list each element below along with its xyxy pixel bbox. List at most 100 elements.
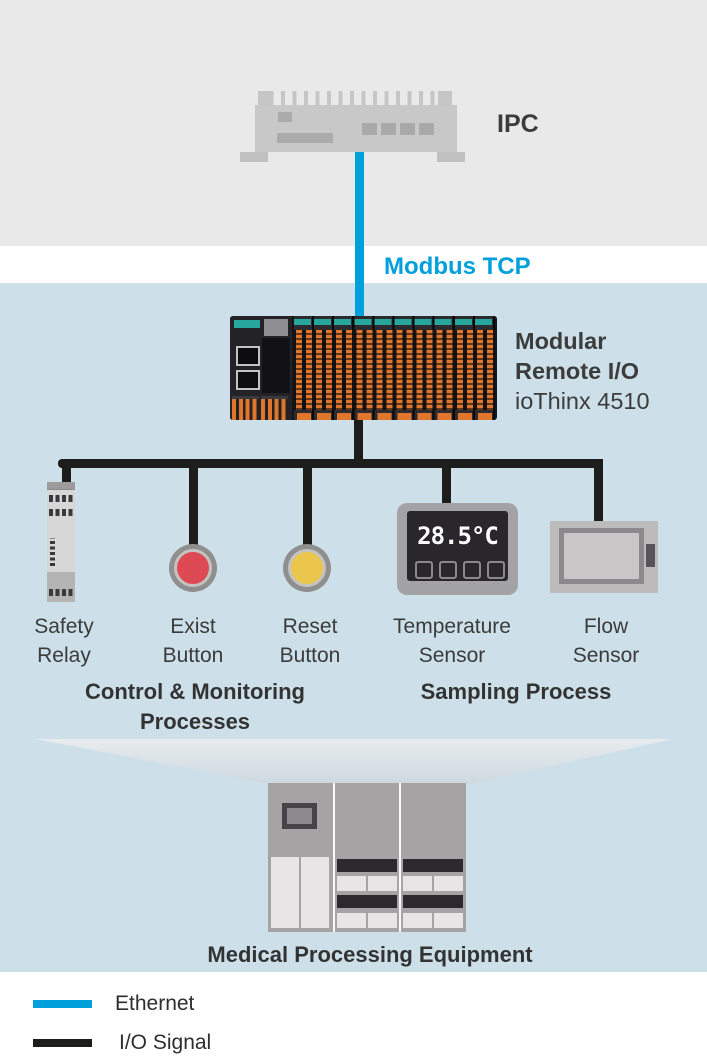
- ethernet-legend-label: Ethernet: [115, 992, 195, 1015]
- relay-terminals: [49, 509, 73, 516]
- cabinet-drawers: [336, 913, 397, 928]
- equipment-cabinet: [334, 783, 400, 932]
- module-terminal-strips: [294, 330, 495, 410]
- cabinet-drawer: [434, 876, 464, 891]
- sensor-button-icon: [463, 561, 481, 579]
- flow-sensor-label: Flow Sensor: [546, 612, 666, 670]
- relay-terminals: [49, 495, 73, 502]
- equipment-label: Medical Processing Equipment: [207, 942, 533, 967]
- sensor-button-icon: [439, 561, 457, 579]
- safety-relay-illustration: [47, 482, 75, 602]
- cabinet-dark-band: [336, 859, 397, 872]
- cabinet-drawer: [403, 876, 433, 891]
- module-teal-stripes: [294, 319, 495, 325]
- moxa-logo-badge: [234, 320, 260, 328]
- cabinet-drawers: [403, 876, 464, 891]
- label-line: Sampling Process: [420, 679, 612, 704]
- ethernet-legend-swatch: [33, 1000, 92, 1008]
- io-signal-bus-line: [58, 459, 603, 468]
- label-line: Sensor: [572, 644, 640, 667]
- io-signal-legend-label: I/O Signal: [119, 1031, 212, 1054]
- cabinet-drawers: [336, 876, 397, 891]
- io-signal-line: [62, 459, 71, 489]
- iothinx-cpu-module: [230, 316, 292, 420]
- sensor-button-icon: [415, 561, 433, 579]
- remote-io-title: Modular Remote I/O ioThinx 4510: [515, 326, 650, 416]
- modbus-tcp-label: Modbus TCP: [384, 253, 531, 280]
- control-monitoring-group-label: Control & Monitoring Processes: [60, 677, 330, 737]
- io-signal-line: [442, 459, 451, 507]
- cabinet-drawer: [336, 876, 366, 891]
- iothinx-4510-device: [230, 316, 497, 420]
- ipc-mount-foot: [437, 152, 465, 162]
- remote-io-title-line1: Modular: [515, 328, 607, 354]
- cabinet-door: [271, 857, 299, 928]
- cabinet-drawer: [336, 913, 366, 928]
- ipc-heatsink-end: [438, 91, 452, 105]
- label-line: Temperature: [393, 615, 511, 638]
- iothinx-cpu-dark-panel: [262, 338, 290, 393]
- relay-top-strip: [47, 482, 75, 490]
- label-line: Sensor: [418, 644, 486, 667]
- label-line: Safety: [34, 615, 94, 638]
- equipment-cabinet: [401, 783, 467, 932]
- flow-sensor-screen: [559, 528, 644, 584]
- cabinet-dark-band: [403, 895, 464, 908]
- ipc-power-button: [278, 112, 292, 122]
- io-signal-line: [189, 459, 198, 551]
- cabinet-dark-band: [336, 895, 397, 908]
- ethernet-cable-line: [355, 150, 364, 320]
- io-signal-legend-swatch: [33, 1039, 92, 1047]
- module-bottom-clips: [294, 413, 495, 420]
- label-line: Control & Monitoring: [85, 679, 305, 704]
- iothinx-status-panel: [264, 319, 288, 336]
- exist-button-illustration: [174, 549, 212, 587]
- reset-button-illustration: [288, 549, 326, 587]
- label-line: Flow: [583, 615, 629, 638]
- cabinet-drawers: [403, 913, 464, 928]
- temperature-sensor-buttons: [415, 561, 505, 579]
- label-line: Exist: [170, 615, 216, 638]
- label-line: Reset: [282, 615, 338, 638]
- io-signal-line: [354, 418, 363, 468]
- temperature-sensor-panel: 28.5°C: [407, 511, 508, 581]
- terminal-block: [232, 396, 259, 420]
- cabinet-door: [301, 857, 329, 928]
- temperature-sensor-label: Temperature Sensor: [372, 612, 532, 670]
- remote-io-title-line2: Remote I/O: [515, 358, 640, 384]
- ethernet-port-icon: [236, 370, 260, 390]
- medical-equipment-illustration: [268, 783, 467, 932]
- temperature-reading-display: 28.5°C: [417, 522, 499, 550]
- flow-sensor-illustration: [550, 521, 658, 593]
- remote-io-model: ioThinx 4510: [515, 388, 650, 414]
- cabinet-drawer: [434, 913, 464, 928]
- cabinet-drawer: [367, 913, 397, 928]
- terminal-block: [261, 396, 288, 420]
- flow-sensor-connector: [646, 544, 655, 567]
- reset-button-label: Reset Button: [260, 612, 360, 670]
- io-signal-line: [303, 459, 312, 551]
- label-line: Button: [279, 644, 341, 667]
- temperature-sensor-illustration: 28.5°C: [397, 503, 518, 595]
- sensor-button-icon: [487, 561, 505, 579]
- ipc-ports: [362, 123, 434, 135]
- relay-led-column: [50, 538, 55, 566]
- relay-terminals: [49, 589, 73, 596]
- io-signal-line: [594, 459, 603, 525]
- cabinet-drawer: [367, 876, 397, 891]
- cabinet-dark-band: [403, 859, 464, 872]
- cabinet-display: [282, 803, 317, 829]
- label-line: Processes: [139, 709, 251, 734]
- label-line: Button: [162, 644, 224, 667]
- label-line: Relay: [37, 644, 91, 667]
- ipc-heatsink-fins: [258, 91, 452, 105]
- relay-lower-body: [47, 572, 75, 602]
- ipc-heatsink-end: [258, 91, 272, 105]
- exist-button-label: Exist Button: [143, 612, 243, 670]
- ipc-vent-slot: [277, 133, 333, 143]
- ethernet-port-icon: [236, 346, 260, 366]
- iothinx-io-modules: [294, 316, 495, 420]
- ipc-label: IPC: [497, 110, 539, 138]
- sampling-group-label: Sampling Process: [406, 677, 626, 707]
- equipment-cabinet: [268, 783, 333, 932]
